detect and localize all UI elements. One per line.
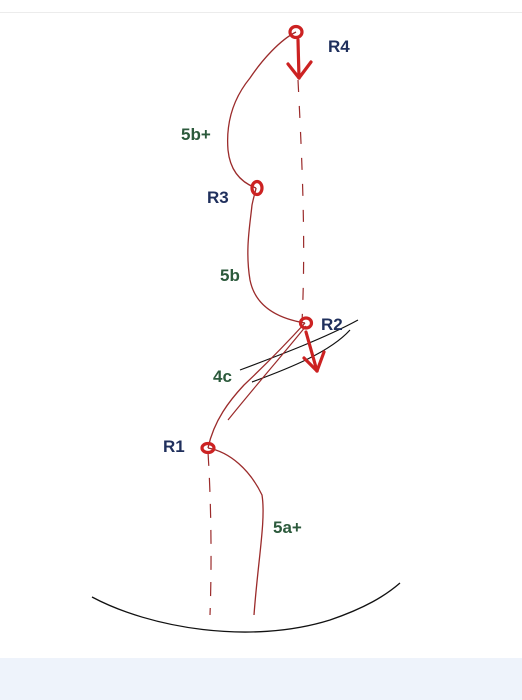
relay-r1-label: R1 [163, 437, 185, 456]
route-pitch-4 [226, 31, 297, 189]
footer-bar [0, 658, 522, 700]
descent-line-upper [297, 79, 305, 323]
relay-r3-label: R3 [207, 188, 229, 207]
route-topo-diagram: R4 R3 R2 R1 5b+ 5b 4c 5a+ [91, 24, 401, 633]
descent-line-lower [207, 451, 212, 616]
relay-r2-marker [298, 316, 314, 330]
route-pitch-2-variant [227, 325, 307, 421]
ground-line [91, 582, 401, 633]
grade-pitch-1-label: 5a+ [273, 518, 302, 537]
ledge-line-lower [251, 329, 351, 383]
grade-pitch-4-label: 5b+ [181, 125, 211, 144]
route-pitch-2 [207, 322, 306, 449]
relay-r4-marker [288, 24, 304, 40]
top-divider [0, 0, 522, 13]
grade-pitch-2-label: 4c [213, 367, 232, 386]
relay-r2-label: R2 [321, 315, 343, 334]
relay-r1-marker [200, 441, 216, 455]
ledge-line-upper [239, 319, 359, 371]
descent-arrow-top [286, 38, 313, 80]
relay-r3-marker [250, 179, 264, 197]
route-pitch-3 [247, 187, 306, 324]
descent-arrow-middle [302, 330, 326, 373]
grade-pitch-3-label: 5b [220, 266, 240, 285]
route-pitch-1 [207, 447, 264, 616]
relay-r4-label: R4 [328, 37, 350, 56]
